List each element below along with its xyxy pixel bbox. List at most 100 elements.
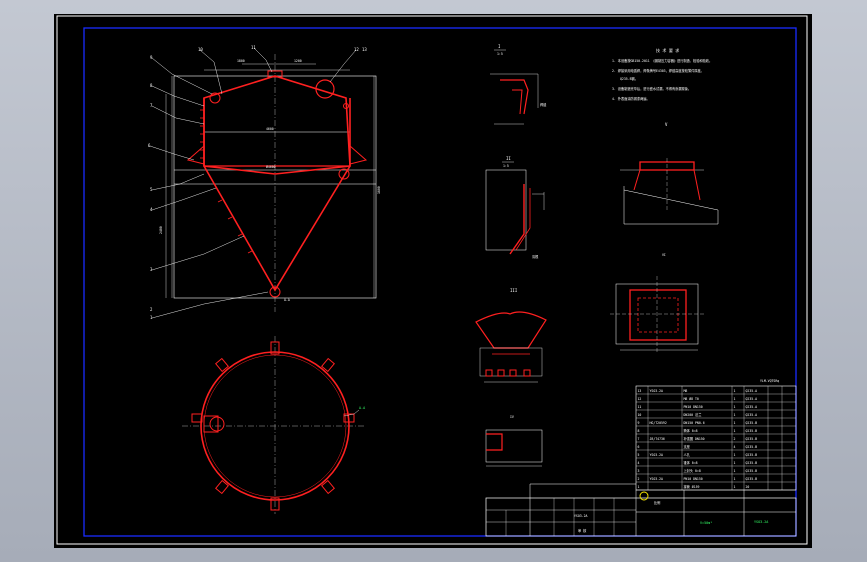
bom-cell: Q235-A xyxy=(746,389,758,393)
bom-cell: 1 xyxy=(734,453,736,457)
bom-cell: 上封头 δ=8 xyxy=(684,468,701,473)
bom-cell: 1 xyxy=(734,413,736,417)
notes-line-1: 1. 本设备按GB150-2011 《钢制压力容器》进行制造、检验和验收。 xyxy=(612,58,712,63)
balloon-10: 10 xyxy=(198,47,203,52)
bom-cell: 锥体 δ=8 xyxy=(684,460,698,465)
bom-cell: 20 xyxy=(746,485,750,489)
bom-cell: 支座 xyxy=(684,444,691,449)
detail-view-III: III xyxy=(475,288,547,383)
title-reviewer-label: 审 核 xyxy=(578,528,587,533)
detail-III-mark: III xyxy=(510,288,518,293)
bom-cell: 1 xyxy=(638,485,640,489)
balloon-9: 9 xyxy=(150,55,153,60)
bom-cell: Q235-B xyxy=(746,477,758,481)
balloon-4: 4 xyxy=(150,207,153,212)
bom-cell: 9 xyxy=(638,421,640,425)
bom-cell: Q235-B xyxy=(746,437,758,441)
bom-cell: YSO3-2A xyxy=(650,389,664,393)
detail-I-note: 焊缝 xyxy=(540,102,547,107)
logo-icon xyxy=(639,491,649,501)
dim-height-right: 1800 xyxy=(377,186,381,194)
balloon-3: 3 xyxy=(150,267,153,272)
title-volume: V=50m³ xyxy=(700,521,712,525)
bom-cell: 1 xyxy=(734,397,736,401)
detail-II-note: 清根 xyxy=(532,254,539,259)
bom-cell: Q235-B xyxy=(746,453,758,457)
balloon-2: 2 xyxy=(150,307,153,312)
detail-view-II: II 1:5 清根 xyxy=(485,156,545,259)
bom-cell: 筒体 δ=8 xyxy=(684,428,698,433)
inner-frame xyxy=(83,27,797,537)
title-left-drawing-no: YSO3-2A xyxy=(574,514,588,518)
balloon-13: 13 xyxy=(362,47,367,52)
balloon-7: 7 xyxy=(150,103,153,108)
balloon-8: 8 xyxy=(150,83,153,88)
dim-section-mark: A-A xyxy=(284,298,290,302)
bom-cell: 11 xyxy=(638,405,642,409)
notes-heading: 技 术 要 求 xyxy=(656,47,679,53)
main-vessel-view: 9 10 11 12 13 8 7 6 5 4 3 2 1 1800 xyxy=(148,45,381,320)
notes-line-4: 3. 设备制造完毕后，进行盛水试漏，不得有渗漏现象。 xyxy=(612,86,691,91)
bom-cell: 12 xyxy=(638,397,642,401)
drawing-sheet[interactable]: 9 10 11 12 13 8 7 6 5 4 3 2 1 1800 xyxy=(54,14,812,548)
dim-height-left: 2400 xyxy=(159,226,163,234)
bom-cell: Q235-A xyxy=(746,405,758,409)
bom-cell: 2 xyxy=(638,477,640,481)
bom-cell: 3 xyxy=(638,469,640,473)
dim-top-right: 1200 xyxy=(294,59,302,63)
detail-I-scale: 1:5 xyxy=(497,52,503,56)
bom-caption: YLM-VQTSRq xyxy=(760,379,779,383)
bom-cell: PN10 DN150 xyxy=(684,405,703,409)
plan-view-label: A-A xyxy=(359,406,365,410)
dim-shell-width: 4600 xyxy=(266,127,274,131)
balloon-12: 12 xyxy=(354,47,359,52)
bom-cell: 7 xyxy=(638,437,640,441)
bom-cell: Q235-A xyxy=(746,397,758,401)
bom-cell: 1 xyxy=(734,461,736,465)
bom-cell: 13 xyxy=(638,389,642,393)
bom-cell: 1 xyxy=(734,485,736,489)
detail-V-mark: V xyxy=(665,122,668,127)
detail-I-mark: I xyxy=(498,44,501,49)
bom-cell: HG/T20592 xyxy=(650,421,667,425)
notes-line-3: Q235-B钢。 xyxy=(620,76,638,81)
balloon-6: 6 xyxy=(148,143,151,148)
bom-cell: 1 xyxy=(734,405,736,409)
bom-cell: Q235-B xyxy=(746,469,758,473)
bom-cell: 6 xyxy=(638,445,640,449)
title-scale-label: 比例 xyxy=(654,500,660,505)
detail-II-mark: II xyxy=(506,156,511,161)
bom-cell: 人孔 xyxy=(684,452,691,457)
bom-cell: 接管 Ø159 xyxy=(684,484,700,489)
notes-line-5: 4. 外表面涂防锈漆两遍。 xyxy=(612,96,650,101)
balloon-11: 11 xyxy=(251,45,256,50)
bom-cell: Q235-A xyxy=(746,413,758,417)
balloon-1: 1 xyxy=(150,315,153,320)
bom-cell: YSO3-2A xyxy=(650,477,664,481)
bom-cell: 2 xyxy=(734,437,736,441)
plan-view: A-A xyxy=(182,336,366,514)
bom-cell: YSO3-2A xyxy=(650,453,664,457)
technical-notes: 技 术 要 求 1. 本设备按GB150-2011 《钢制压力容器》进行制造、检… xyxy=(612,47,712,101)
bom-cell: 1 xyxy=(734,389,736,393)
bom-cell: M8 xyxy=(684,389,688,393)
notes-line-2: 2. 焊接采用电弧焊，焊条牌号E4303，焊缝高度按较薄件厚度。 xyxy=(612,68,704,73)
bom-cell: M8 Ø8 T0 xyxy=(684,396,699,401)
bom-cell: PN10 DN150 xyxy=(684,477,703,481)
detail-view-I: I 1:5 焊缝 xyxy=(490,44,547,125)
detail-IV-mark: IV xyxy=(510,415,514,419)
bom-cell: 1 xyxy=(734,429,736,433)
title-drawing-no: YSO3-2A xyxy=(754,520,768,524)
dim-top-left: 1800 xyxy=(237,59,245,63)
bom-cell: 8 xyxy=(638,429,640,433)
dim-shell-diameter: Ø4600 xyxy=(266,164,276,169)
bom-cell: 1 xyxy=(734,477,736,481)
balloon-5: 5 xyxy=(150,187,153,192)
bom-cell: Q235-B xyxy=(746,461,758,465)
drawing-canvas: 9 10 11 12 13 8 7 6 5 4 3 2 1 1800 xyxy=(56,15,808,545)
bom-cell: 1 xyxy=(734,421,736,425)
bom-cell: 10 xyxy=(638,413,642,417)
bom-cell: Q235-B xyxy=(746,429,758,433)
bom-cell: JB/T4736 xyxy=(650,437,665,441)
